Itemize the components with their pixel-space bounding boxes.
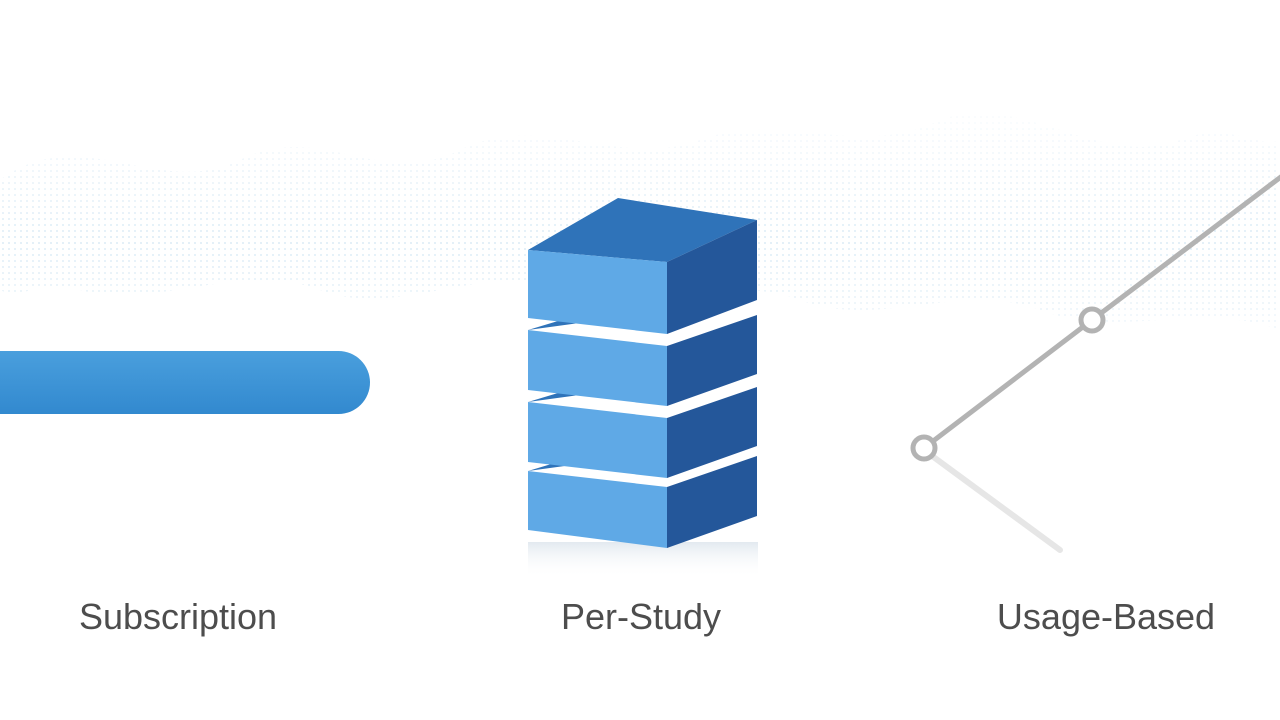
line-segment-1 bbox=[922, 318, 1094, 450]
stacked-blocks-icon bbox=[528, 198, 758, 578]
subscription-label: Subscription bbox=[78, 596, 278, 637]
rising-line-icon bbox=[910, 174, 1280, 553]
line-node-2 bbox=[1078, 306, 1106, 334]
line-shadow bbox=[921, 447, 1063, 553]
line-node-1 bbox=[910, 434, 938, 462]
usage-based-label: Usage-Based bbox=[996, 596, 1216, 637]
per-study-label: Per-Study bbox=[560, 596, 722, 637]
block-1 bbox=[528, 198, 757, 334]
line-segment-2 bbox=[1090, 174, 1280, 322]
subscription-bar-icon bbox=[0, 351, 370, 414]
